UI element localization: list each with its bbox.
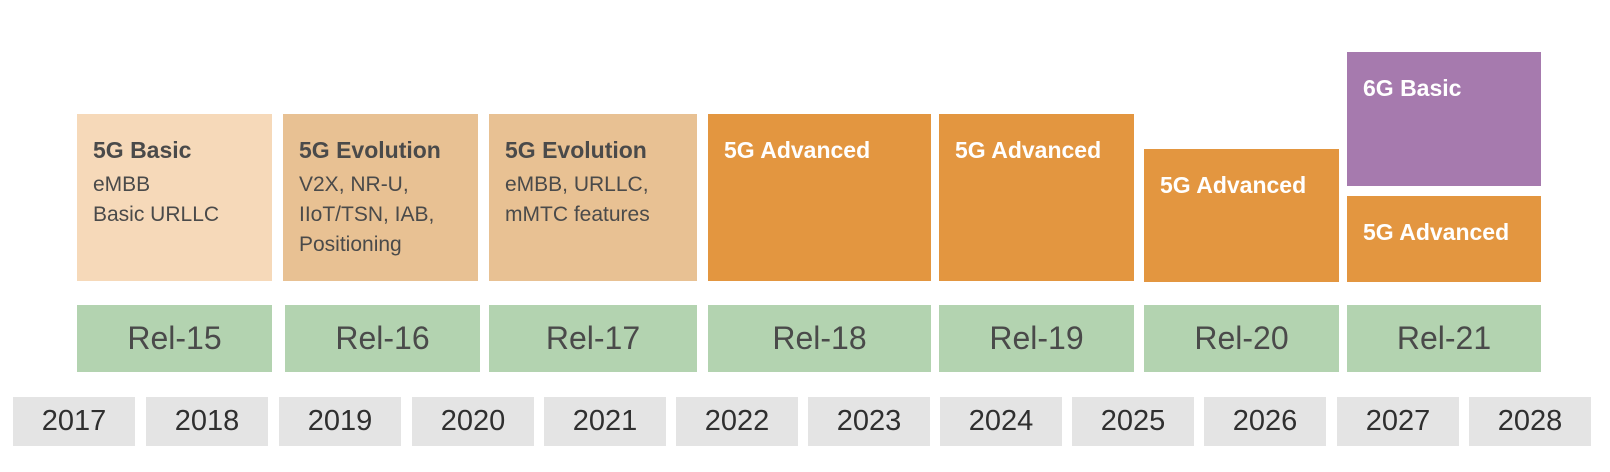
year-2018: 2018: [146, 397, 268, 446]
generation-title: 6G Basic: [1363, 75, 1462, 101]
generation-block-5g-evolution-rel16: 5G Evolution V2X, NR-U, IIoT/TSN, IAB, P…: [283, 114, 478, 281]
release-rel-18: Rel-18: [708, 305, 931, 372]
release-rel-21: Rel-21: [1347, 305, 1541, 372]
generation-title: 5G Advanced: [1363, 219, 1510, 245]
generation-title: 5G Evolution: [299, 137, 441, 163]
generation-detail: eMBB, URLLC, mMTC features: [505, 173, 650, 226]
year-2023: 2023: [808, 397, 930, 446]
generation-title: 5G Advanced: [724, 137, 871, 163]
year-2022: 2022: [676, 397, 798, 446]
generation-title: 5G Evolution: [505, 137, 647, 163]
generation-block-5g-advanced-rel20: 5G Advanced: [1144, 149, 1339, 282]
generation-block-6g-basic: 6G Basic: [1347, 52, 1541, 186]
generation-block-5g-advanced-rel21: 5G Advanced: [1347, 196, 1541, 282]
release-rel-15: Rel-15: [77, 305, 272, 372]
year-2024: 2024: [940, 397, 1062, 446]
generation-title: 5G Advanced: [1160, 172, 1307, 198]
generation-block-5g-advanced-rel18: 5G Advanced: [708, 114, 931, 281]
year-2019: 2019: [279, 397, 401, 446]
release-rel-20: Rel-20: [1144, 305, 1339, 372]
generation-detail: V2X, NR-U, IIoT/TSN, IAB, Positioning: [299, 173, 435, 256]
year-2025: 2025: [1072, 397, 1194, 446]
year-2017: 2017: [13, 397, 135, 446]
generation-block-5g-evolution-rel17: 5G Evolution eMBB, URLLC, mMTC features: [489, 114, 697, 281]
year-2028: 2028: [1469, 397, 1591, 446]
release-rel-16: Rel-16: [285, 305, 480, 372]
year-2026: 2026: [1204, 397, 1326, 446]
release-rel-19: Rel-19: [939, 305, 1134, 372]
year-2020: 2020: [412, 397, 534, 446]
generation-detail: eMBB Basic URLLC: [93, 173, 220, 226]
year-2021: 2021: [544, 397, 666, 446]
generation-block-5g-basic: 5G Basic eMBB Basic URLLC: [77, 114, 272, 281]
generation-title: 5G Advanced: [955, 137, 1102, 163]
generation-block-5g-advanced-rel19: 5G Advanced: [939, 114, 1134, 281]
release-rel-17: Rel-17: [489, 305, 697, 372]
generation-title: 5G Basic: [93, 137, 192, 163]
year-2027: 2027: [1337, 397, 1459, 446]
